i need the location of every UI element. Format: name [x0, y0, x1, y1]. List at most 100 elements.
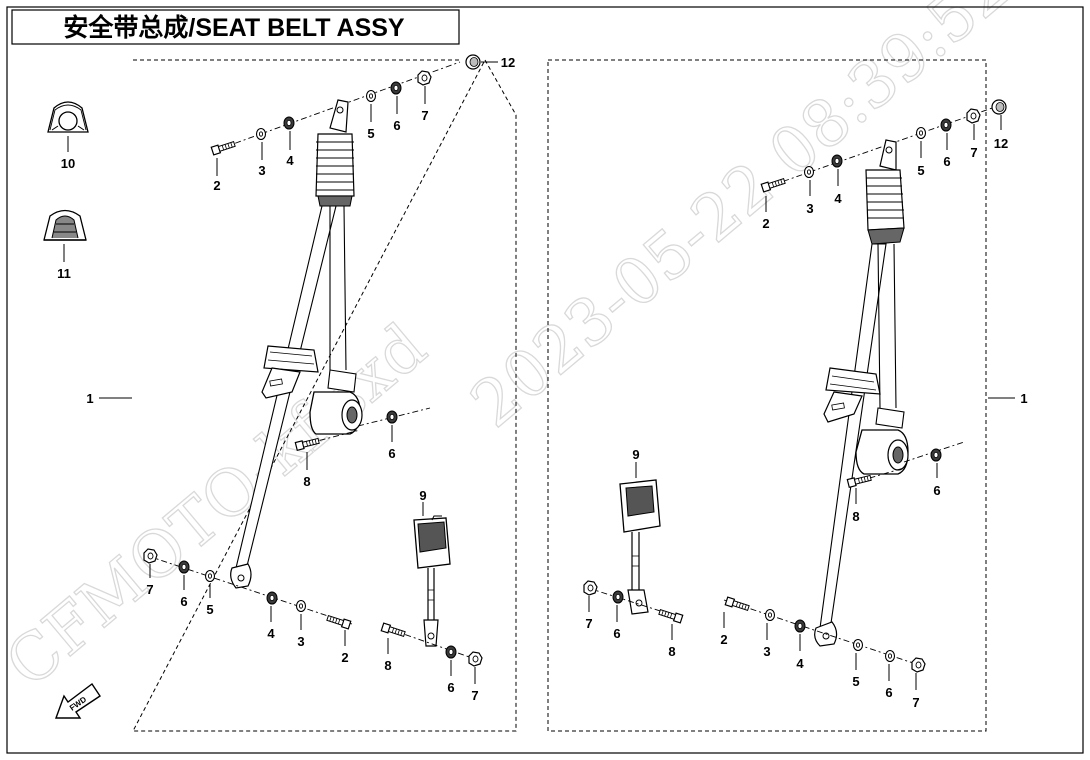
part-7-nut-lower-left [143, 548, 158, 564]
part-6-lockwasher-upper-right [940, 118, 952, 132]
part-5-washer-lower-left [204, 569, 216, 583]
belt-upper-guide-right [865, 139, 905, 245]
part-5-washer-lower-right [852, 638, 864, 652]
callout-8-retractor-right: 8 [852, 509, 859, 524]
part-7-nut-upper-right [966, 108, 981, 124]
lower-anchor-hole-left [237, 574, 245, 582]
callout-3-lower-left: 3 [297, 634, 304, 649]
part-7-nut-buckle-right [583, 580, 598, 596]
part-6-lockwasher-retractor-right [930, 448, 942, 462]
part-3-washer-lower-left [295, 599, 307, 613]
page-title: 安全带总成/SEAT BELT ASSY [63, 13, 405, 42]
callout-2-upper-right: 2 [762, 216, 769, 231]
callout-7-lower-right: 7 [912, 695, 919, 710]
callout-7-buckle-right: 7 [585, 616, 592, 631]
part-7-nut-buckle-left [468, 651, 483, 667]
belt-tongue-right [823, 367, 881, 423]
fwd-arrow-icon: FWD [55, 682, 101, 719]
part-6-lockwasher-buckle-left [445, 645, 457, 659]
drawing-frame [6, 6, 1084, 754]
callout-4-lower-left: 4 [267, 626, 275, 641]
callout-7-lower-left: 7 [146, 582, 153, 597]
callout-7-buckle-left: 7 [471, 688, 478, 703]
callout-4-upper-left: 4 [286, 153, 294, 168]
callout-7-upper-left: 7 [421, 108, 428, 123]
callout-10: 10 [61, 156, 75, 171]
callouts-left: 1 2 3 4 5 6 7 12 8 6 9 7 6 5 4 3 2 8 [86, 55, 515, 703]
callout-12-right: 12 [994, 136, 1008, 151]
axis-line-lower-left [147, 555, 353, 625]
callout-5-lower-left: 5 [206, 602, 213, 617]
part-4-spacer-lower-right [794, 619, 806, 633]
part-4-spacer-upper-left [283, 116, 295, 130]
part-6-lockwasher-lower-left [178, 560, 190, 574]
callout-8-buckle-right: 8 [668, 644, 675, 659]
part-4-spacer-lower-left [266, 591, 278, 605]
callout-5-lower-right: 5 [852, 674, 859, 689]
part-11-mount-cover [43, 209, 87, 241]
callout-6-retractor-left: 6 [388, 446, 395, 461]
axis-line-upper-right [769, 105, 999, 187]
callout-5-upper-left: 5 [367, 126, 374, 141]
callout-assembly-left: 1 [86, 391, 93, 406]
part-3-washer-upper-left [255, 127, 267, 141]
callout-9-left: 9 [419, 488, 426, 503]
part-6-lockwasher-buckle-right [612, 590, 624, 604]
part-3-washer-upper-right [803, 165, 815, 179]
axis-buckle-left [391, 629, 479, 661]
part-6-lockwasher-upper-left [390, 81, 402, 95]
belt-upper-guide-left [315, 99, 355, 207]
callout-6-buckle-left: 6 [447, 680, 454, 695]
part-5-washer-upper-right [915, 126, 927, 140]
axis-buckle-right [587, 587, 677, 617]
callout-6-upper-right: 6 [943, 154, 950, 169]
part-2-bolt-lower-right [724, 596, 751, 613]
retractor-right [855, 407, 909, 475]
callout-8-retractor-left: 8 [303, 474, 310, 489]
callout-7-upper-right: 7 [970, 145, 977, 160]
part-4-spacer-upper-right [831, 154, 843, 168]
callout-12-left: 12 [501, 55, 515, 70]
callout-6-retractor-right: 6 [933, 483, 940, 498]
callout-2-upper-left: 2 [213, 178, 220, 193]
retractor-left [309, 369, 363, 435]
callout-2-lower-right: 2 [720, 632, 727, 647]
watermark-line-2: 2023-05-22 08:39:52 [458, 0, 1024, 442]
title-box [11, 9, 460, 45]
callout-6-upper-left: 6 [393, 118, 400, 133]
callout-6-lower-left: 6 [180, 594, 187, 609]
callouts-right: 1 2 3 4 5 6 7 12 8 6 9 7 6 8 2 3 4 5 [585, 115, 1028, 710]
part-12-cap-left [465, 54, 481, 70]
callout-3-upper-right: 3 [806, 201, 813, 216]
part-9-buckle-left [413, 515, 451, 647]
callout-assembly-right: 1 [1020, 391, 1027, 406]
part-9-buckle-right [619, 479, 661, 615]
part-3-washer-lower-right [764, 608, 776, 622]
part-2-bolt-upper-left [210, 139, 237, 156]
callout-11: 11 [57, 266, 71, 281]
part-6-washer-lower-right [884, 649, 896, 663]
callout-9-right: 9 [632, 447, 639, 462]
watermark-line-1: CFMOTO-kf-sxd [0, 310, 440, 702]
callout-3-lower-right: 3 [763, 644, 770, 659]
part-8-bolt-buckle-left [380, 622, 407, 639]
axis-retractor-bolt-right [855, 467, 905, 483]
part-7-nut-lower-right [911, 657, 926, 673]
callout-4-lower-right: 4 [796, 656, 804, 671]
callout-5-upper-right: 5 [917, 163, 924, 178]
part-7-nut-upper-left [417, 70, 432, 86]
part-2-bolt-lower-left [325, 613, 352, 630]
assembly-boundary-right [547, 59, 987, 732]
callout-6-buckle-right: 6 [613, 626, 620, 641]
part-10-mount-cover [47, 101, 89, 133]
callout-4-upper-right: 4 [834, 191, 842, 206]
callout-6-lower-right: 6 [885, 685, 892, 700]
part-8-bolt-buckle-right [657, 607, 684, 624]
callout-3-upper-left: 3 [258, 163, 265, 178]
part-5-washer-upper-left [365, 89, 377, 103]
callout-8-buckle-left: 8 [384, 658, 391, 673]
lower-anchor-hole-right [822, 632, 830, 640]
assembly-boundary-left [132, 58, 517, 732]
